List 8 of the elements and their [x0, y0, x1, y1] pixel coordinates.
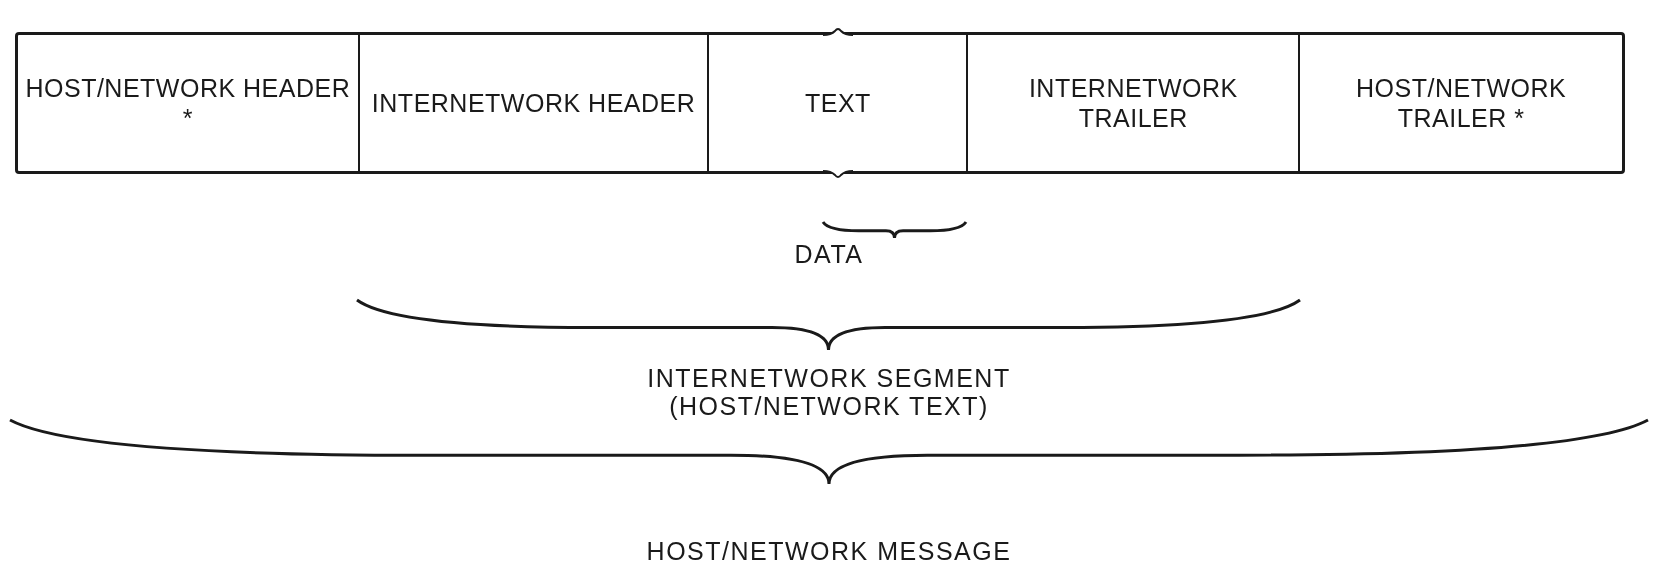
field-label: INTERNETWORK TRAILER	[1027, 73, 1239, 133]
field-label: INTERNETWORK HEADER	[371, 88, 696, 118]
brace-label: INTERNETWORK SEGMENT (HOST/NETWORK TEXT)	[646, 365, 1012, 420]
field-label: TEXT	[804, 88, 871, 118]
brace-label: DATA	[793, 241, 865, 269]
field-label: HOST/NETWORK HEADER *	[24, 73, 351, 133]
brace-label: HOST/NETWORK MESSAGE	[645, 538, 1013, 566]
field-label: HOST/NETWORK TRAILER *	[1355, 73, 1568, 133]
